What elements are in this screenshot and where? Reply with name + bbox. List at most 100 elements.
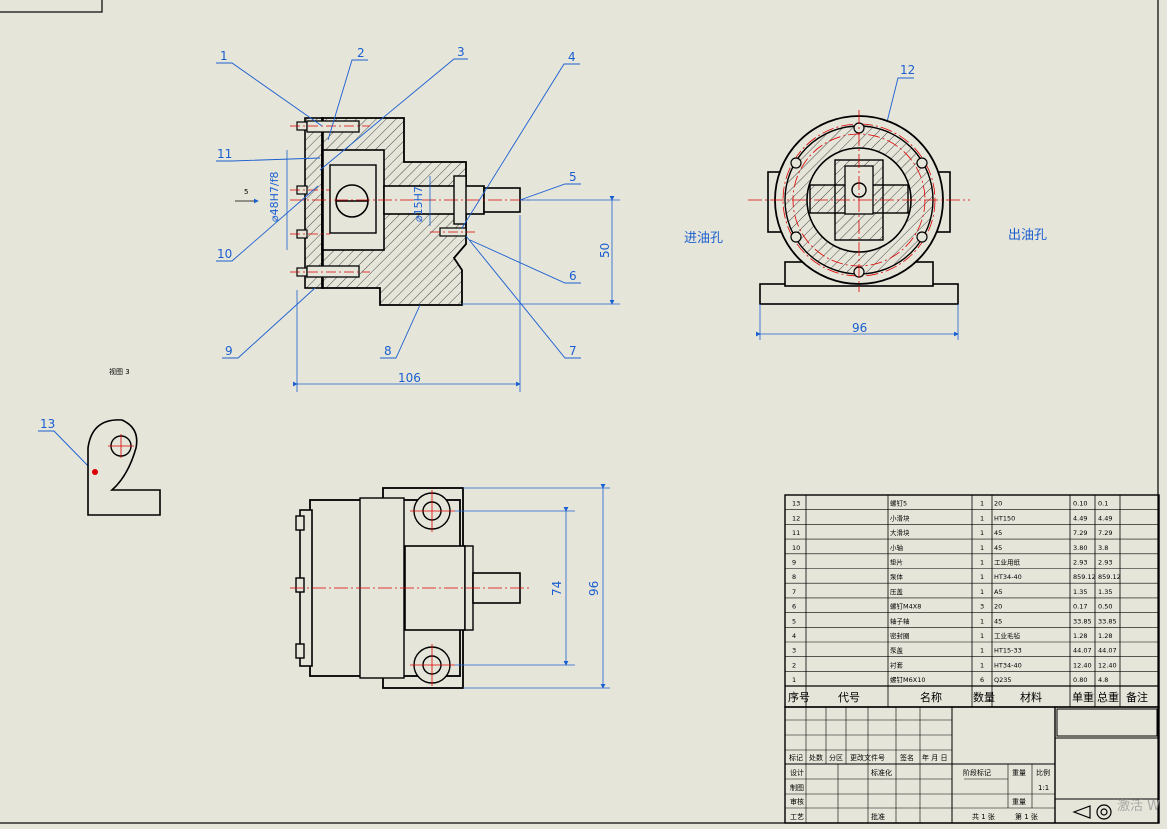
bom-cell-material: 工业毛毡	[994, 631, 1021, 640]
bom-header-unit: 单重	[1072, 690, 1094, 704]
bom-cell-unit: 33.85	[1073, 617, 1092, 625]
bom-cell-total: 4.49	[1098, 514, 1112, 522]
label-outlet: 出油孔	[1008, 228, 1047, 243]
bom-cell-seq: 9	[792, 559, 796, 567]
bom-cell-total: 2.93	[1098, 559, 1112, 567]
balloon-11: 11	[217, 147, 232, 161]
bom-cell-material: 20	[994, 500, 1002, 508]
bom-cell-qty: 1	[980, 544, 984, 552]
bom-cell-name: 垫片	[890, 558, 903, 567]
tb-stage-mark: 阶段标记	[963, 768, 991, 777]
bom-cell-name: 泵体	[890, 572, 904, 581]
balloon-8: 8	[384, 344, 392, 358]
bom-cell-total: 0.50	[1098, 603, 1112, 611]
bom-cell-name: 螺钉M4X8	[890, 602, 921, 611]
bom-cell-unit: 0.10	[1073, 500, 1087, 508]
bom-cell-name: 小轴	[890, 543, 904, 552]
balloon-9: 9	[225, 344, 233, 358]
tb-scale: 比例	[1036, 768, 1050, 777]
bom-cell-material: 45	[994, 529, 1002, 537]
bom-header: 序号 代号 名称 数量 材料 单重 总重 备注	[785, 685, 1159, 704]
bom-cell-seq: 6	[792, 603, 796, 611]
bom-cell-material: HT34-40	[994, 573, 1022, 581]
balloon-10: 10	[217, 247, 232, 261]
bom-cell-material: Q235	[994, 676, 1012, 684]
bom-cell-seq: 13	[792, 500, 800, 508]
bom-cell-name: 螺钉5	[890, 499, 907, 508]
tb-sign: 签名	[900, 753, 914, 762]
bom-cell-seq: 11	[792, 529, 800, 537]
dim-overall-width: 96	[587, 581, 601, 596]
bom-header-seq: 序号	[788, 690, 810, 704]
screw-bottom	[306, 265, 360, 278]
dim-bolt-span: 74	[550, 581, 564, 596]
top-dimensions	[455, 484, 610, 689]
bom-cell-seq: 12	[792, 514, 800, 522]
bom-cell-qty: 1	[980, 514, 984, 522]
bom-cell-seq: 10	[792, 544, 800, 552]
dim-fit-diameter: ⌀48H7/f8	[268, 172, 281, 222]
bom-cell-total: 859.12	[1098, 573, 1121, 581]
bom-cell-total: 33.85	[1098, 617, 1117, 625]
bom-cell-unit: 0.80	[1073, 676, 1087, 684]
tb-design: 设计	[790, 768, 804, 777]
bom-cell-material: 45	[994, 617, 1002, 625]
bom-cell-total: 7.29	[1098, 529, 1112, 537]
label-inlet: 进油孔	[684, 231, 723, 246]
tb-date: 年 月 日	[922, 753, 947, 762]
side-view	[748, 110, 970, 305]
bom-header-total: 总重	[1097, 690, 1119, 704]
bom-cell-qty: 1	[980, 573, 984, 581]
bom-cell-seq: 2	[792, 661, 796, 669]
bom-cell-unit: 0.17	[1073, 603, 1087, 611]
top-view	[290, 487, 530, 689]
bom-cell-total: 4.8	[1098, 676, 1108, 684]
tb-zone: 分区	[829, 753, 843, 762]
bom-header-material: 材料	[1020, 690, 1042, 704]
bom-cell-name: 密封圈	[890, 631, 910, 640]
tb-approve: 批准	[871, 812, 885, 821]
bom-cell-total: 12.40	[1098, 661, 1117, 669]
bom-cell-unit: 3.80	[1073, 544, 1087, 552]
bom-cell-qty: 1	[980, 588, 984, 596]
bom-cell-material: HT15-33	[994, 647, 1022, 655]
balloon-5: 5	[569, 170, 577, 184]
tb-weight: 重量	[1012, 769, 1026, 777]
title-block	[784, 706, 1160, 824]
bom-cell-material: 工业用纸	[994, 558, 1021, 567]
bom-cell-qty: 1	[980, 559, 984, 567]
bom-cell-qty: 6	[980, 676, 984, 684]
bom-cell-material: 45	[994, 544, 1002, 552]
bom-cell-name: 大滑块	[890, 528, 910, 537]
tb-total-sheets: 共 1 张	[972, 812, 995, 821]
bom-cell-unit: 859.12	[1073, 573, 1096, 581]
bom-cell-name: 螺钉M6X10	[890, 675, 925, 684]
bom-header-code: 代号	[838, 691, 860, 704]
dim-shaft-diameter: ⌀15H7	[412, 186, 425, 222]
balloon-12: 12	[900, 63, 915, 77]
bom-cell-total: 1.28	[1098, 632, 1112, 640]
bom-cell-unit: 1.35	[1073, 588, 1087, 596]
bom-cell-name: 衬套	[890, 660, 904, 669]
balloon-6: 6	[569, 269, 577, 283]
bom-cell-unit: 7.29	[1073, 529, 1087, 537]
tb-process: 工艺	[790, 813, 804, 821]
bom-cell-unit: 1.28	[1073, 632, 1087, 640]
bom-header-remarks: 备注	[1126, 690, 1148, 704]
bom-cell-seq: 4	[792, 632, 796, 640]
balloon-3: 3	[457, 45, 465, 59]
bom-cell-qty: 1	[980, 529, 984, 537]
view-3-label: 视图 3	[109, 367, 130, 376]
bom-cell-unit: 4.49	[1073, 514, 1087, 522]
watermark: 激活 W	[1117, 799, 1160, 814]
bom-header-qty: 数量	[973, 691, 995, 704]
bom-cell-qty: 1	[980, 647, 984, 655]
dim-height: 50	[598, 243, 612, 258]
bom-cell-material: A5	[994, 588, 1003, 596]
dim-base-width: 96	[852, 321, 867, 335]
bom-cell-total: 44.07	[1098, 647, 1117, 655]
bom-cell-name: 小滑块	[890, 513, 910, 522]
